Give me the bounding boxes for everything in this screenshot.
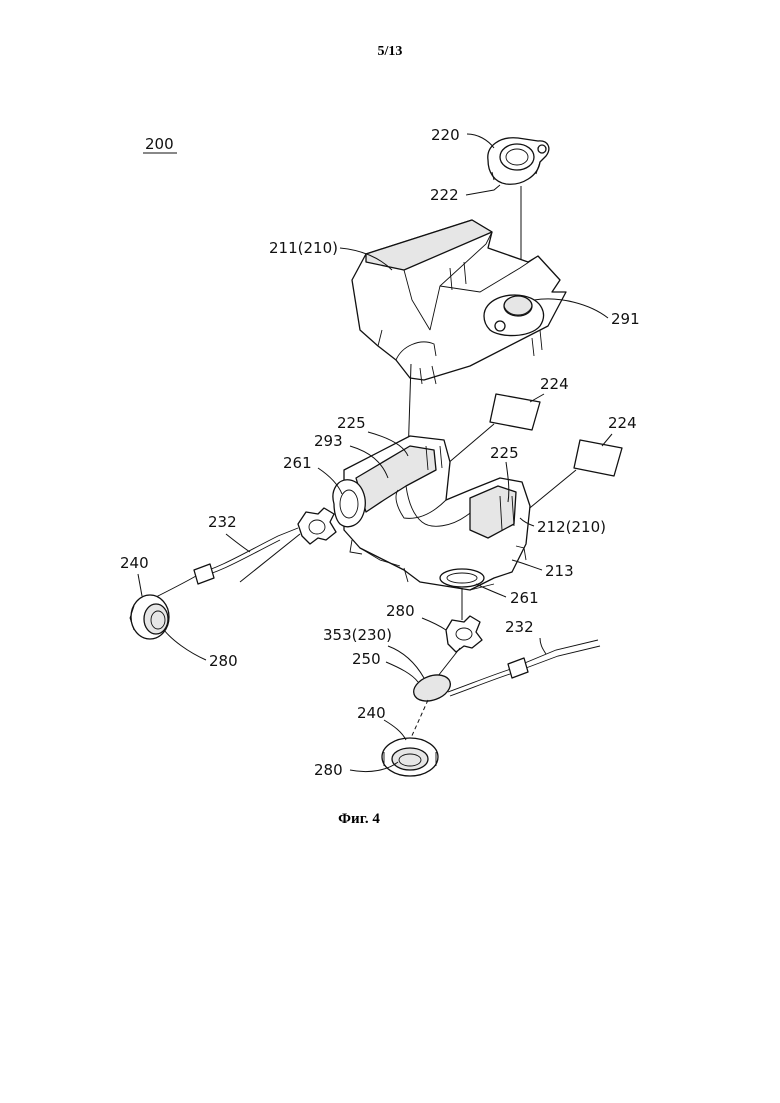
label-225-b: 225 [490, 444, 519, 462]
label-293: 293 [314, 432, 343, 450]
label-232-a: 232 [208, 513, 237, 531]
leader-240-a [138, 574, 142, 596]
label-211: 211(210) [269, 239, 338, 257]
leader-224-b [602, 434, 612, 446]
part-240-ring-bottom [382, 738, 438, 776]
assembly-line-disc-to-ring [410, 700, 428, 740]
part-232-cable-right [448, 640, 600, 696]
leader-353 [388, 646, 424, 678]
label-224-a: 224 [540, 375, 569, 393]
leader-261-b [476, 584, 506, 597]
leader-250 [386, 662, 418, 682]
label-250: 250 [352, 650, 381, 668]
label-291: 291 [611, 310, 640, 328]
part-240-ring-left [130, 595, 169, 639]
label-280-b: 280 [386, 602, 415, 620]
label-261-a: 261 [283, 454, 312, 472]
leader-280-a [164, 630, 206, 660]
label-225-a: 225 [337, 414, 366, 432]
label-261-b: 261 [510, 589, 539, 607]
leader-280-b [422, 618, 446, 630]
part-211-upper-cover [352, 220, 566, 384]
label-222: 222 [430, 186, 459, 204]
assembly-line-left [240, 534, 300, 582]
part-280-fan-nut-center [446, 616, 482, 652]
label-240-a: 240 [120, 554, 149, 572]
label-200: 200 [145, 135, 174, 153]
label-212: 212(210) [537, 518, 606, 536]
label-280-a: 280 [209, 652, 238, 670]
label-240-b: 240 [357, 704, 386, 722]
part-220-cap [488, 138, 549, 185]
leader-240-b [384, 720, 406, 740]
label-353: 353(230) [323, 626, 392, 644]
label-220: 220 [431, 126, 460, 144]
label-280-c: 280 [314, 761, 343, 779]
label-232-b: 232 [505, 618, 534, 636]
part-224-pad-b [574, 440, 622, 476]
leader-213 [512, 560, 542, 570]
part-280-fan-nut-left [298, 508, 336, 544]
part-224-pad-a [490, 394, 540, 430]
leader-220 [467, 134, 494, 148]
part-250-disc [410, 670, 454, 706]
label-224-b: 224 [608, 414, 637, 432]
leader-222 [466, 185, 500, 195]
leader-232-b [540, 638, 546, 654]
assembly-line-fan-to-disc [438, 648, 460, 676]
figure-caption: Фиг. 4 [0, 811, 718, 828]
leader-232-a [226, 534, 250, 552]
part-232-cable-left [150, 528, 298, 600]
label-213: 213 [545, 562, 574, 580]
